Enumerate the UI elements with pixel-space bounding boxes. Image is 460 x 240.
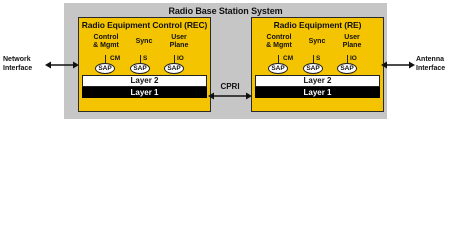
antenna-interface-label: Antenna Interface: [416, 56, 446, 72]
network-interface-label: Network Interface: [3, 56, 33, 72]
rec-cm-connector: [105, 55, 106, 65]
re-io-connector: [347, 55, 348, 65]
rec-layer-1: Layer 1: [82, 87, 207, 98]
re-s-tag: S: [316, 55, 321, 62]
cpri-arrow: [208, 92, 252, 100]
re-title: Radio Equipment (RE): [273, 20, 362, 30]
rec-title: Radio Equipment Control (REC): [81, 20, 208, 30]
rec-plane-user-label: User Plane: [169, 34, 189, 49]
re-plane-user-label: User Plane: [342, 34, 362, 49]
re-io-tag: IO: [350, 55, 357, 62]
rec-plane-control-label: Control & Mgmt: [93, 34, 119, 49]
rec-plane-sync-label: Sync: [135, 38, 153, 45]
rec-cm-tag: CM: [110, 55, 121, 62]
rec-io-tag: IO: [177, 55, 184, 62]
cpri-label: CPRI: [220, 82, 240, 91]
re-plane-control-label: Control & Mgmt: [266, 34, 292, 49]
network-interface-arrow: [45, 61, 79, 69]
system-title: Radio Base Station System: [168, 6, 283, 16]
rec-io-connector: [174, 55, 175, 65]
rec-sap-sync: SAP: [130, 63, 150, 74]
re-sap-user: SAP: [337, 63, 357, 74]
rec-sap-user: SAP: [164, 63, 184, 74]
re-sync-connector: [313, 55, 314, 65]
re-plane-sync-label: Sync: [308, 38, 326, 45]
re-sap-sync: SAP: [303, 63, 323, 74]
rec-sync-connector: [140, 55, 141, 65]
re-layer-2: Layer 2: [255, 75, 380, 87]
rec-s-tag: S: [143, 55, 148, 62]
re-layer-1: Layer 1: [255, 87, 380, 98]
antenna-interface-arrow: [381, 61, 415, 69]
rec-sap-control: SAP: [95, 63, 115, 74]
re-cm-tag: CM: [283, 55, 294, 62]
re-cm-connector: [278, 55, 279, 65]
re-sap-control: SAP: [268, 63, 288, 74]
rec-layer-2: Layer 2: [82, 75, 207, 87]
